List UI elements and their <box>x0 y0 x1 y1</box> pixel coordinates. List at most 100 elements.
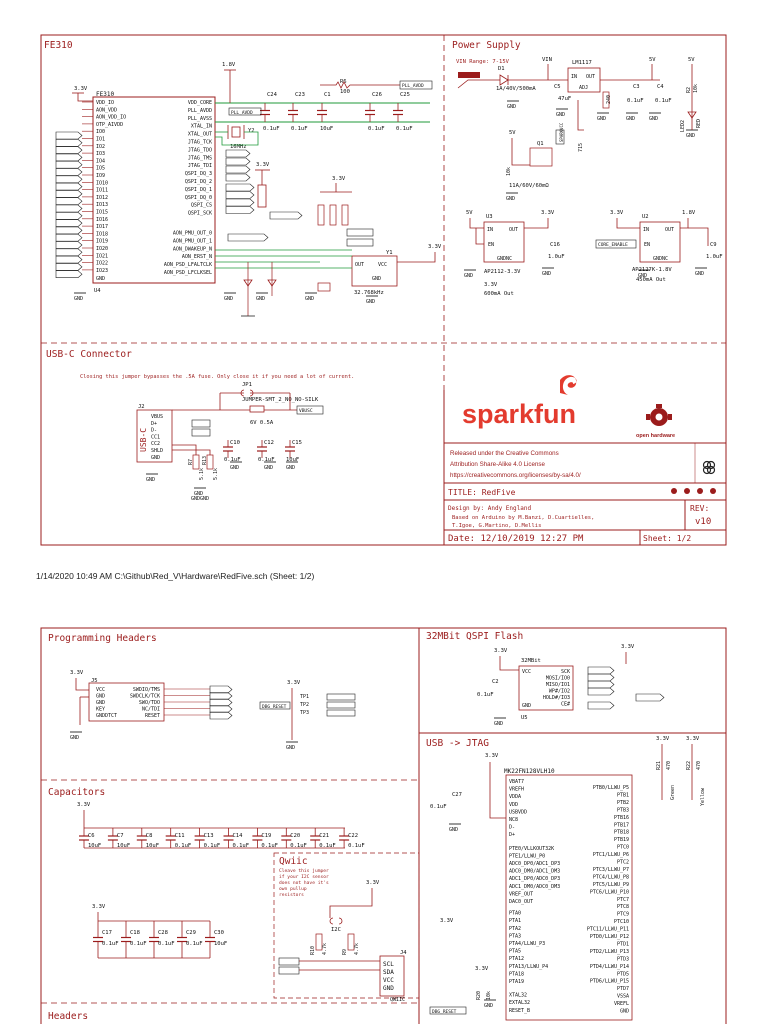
fe310-net-label <box>55 255 83 264</box>
rail-33v-caps2: 3.3V <box>92 904 106 910</box>
qspi-flash: 32MBit VCC GND SCKMOSI/IO0MISO/IO1WP#/IO… <box>477 644 665 721</box>
usbc-cap <box>257 440 267 458</box>
gnd-label: GND <box>542 271 551 277</box>
gnd-label: GND <box>224 296 233 302</box>
print-footer: 1/14/2020 10:49 AM C:\Github\Red_V\Hardw… <box>36 571 315 581</box>
u2-ref: U2 <box>642 214 649 220</box>
cap-row1-ref: C13 <box>204 833 214 839</box>
c5-ref: C5 <box>554 84 561 90</box>
mcu-right-pin: PTC1/LLWU_P6 <box>593 852 629 858</box>
usbc-cap-val: 0.1uF <box>258 457 275 463</box>
mcu-left-pin: PTA19 <box>509 979 524 985</box>
fe310-right-pin: AON_ERST_N <box>182 254 212 260</box>
reg-pin-adj: ADJ <box>579 85 588 91</box>
fe310-left-pin: OTP_AIVDD <box>96 122 123 128</box>
mcu-right-pin: PTC7 <box>617 897 629 903</box>
gnd-label: GND <box>626 116 635 122</box>
flash-pin: MISO/IO1 <box>546 682 570 688</box>
sheet2-frame <box>40 627 727 1024</box>
fe310-left-pin: IO5 <box>96 166 105 172</box>
fe310-left-pin: IO0 <box>96 129 105 135</box>
mcu-right-pin: PTC9 <box>617 912 629 918</box>
fuse-val: 6V 0.5A <box>250 420 274 426</box>
cap-row1-val: 10uF <box>117 843 130 849</box>
top-cap-val: 0.1uF <box>263 126 280 132</box>
fe310-left-pin: IO20 <box>96 246 108 252</box>
gnd-symbol: GND <box>264 461 276 471</box>
fe310-net-label <box>55 160 83 169</box>
osc-pin-vcc: VCC <box>378 262 387 268</box>
usbc-cap-val: 0.1uF <box>224 457 241 463</box>
mcu-left-pin: PTA12 <box>509 956 524 962</box>
jtag-net-label <box>225 165 251 174</box>
fe310-net-label <box>55 226 83 235</box>
cap-row1-val: 0.1uF <box>175 843 192 849</box>
osc-pin-gnd: GND <box>372 276 381 282</box>
gnd-symbol: GND <box>449 823 461 833</box>
gnd-symbol: GND <box>556 108 568 118</box>
mcu-left-pin: VBAT7 <box>509 779 524 785</box>
mcu-right-pin: PTC8 <box>617 904 629 910</box>
cap-row1-item <box>107 828 118 848</box>
test-points: 3.3V DBG_RESET TP1 TP2 TP3 <box>259 680 356 740</box>
cap-row1-val: 0.1uF <box>233 843 250 849</box>
gnd-label: GND <box>74 296 83 302</box>
section-prog-title: Programming Headers <box>48 633 157 644</box>
flash-net-labels <box>587 666 665 710</box>
r13-ref: R13 <box>202 456 208 465</box>
osc-ref: Y1 <box>386 250 393 256</box>
top-cap-val: 0.1uF <box>368 126 385 132</box>
r20-ref: R20 <box>476 991 482 1000</box>
j5-pin: GND <box>96 694 105 700</box>
qwiic-connector-label: QWIIC <box>390 997 405 1003</box>
d1-ref: D1 <box>498 66 505 72</box>
section-headers-title: Headers <box>48 1011 88 1022</box>
fe310-net-label <box>55 182 83 191</box>
qwiic-note-line: own pullup <box>279 886 307 892</box>
qwiic-note-line: if your I2C sensor <box>279 874 329 880</box>
gnd-label: GND <box>70 735 79 741</box>
u2-pin-en: EN <box>644 242 650 248</box>
gnd-label: GND <box>507 104 516 110</box>
fe310-ref: FE310 <box>96 91 114 98</box>
r9-ref: R9 <box>342 949 348 955</box>
mcu-right-pin: PTB2 <box>617 800 629 806</box>
fe310-net-label <box>55 139 83 147</box>
mcu-left-pin: ADC0_DM0/ADC1_DM3 <box>509 869 560 875</box>
mcu-right-pin: PTB19 <box>614 837 629 843</box>
fe310-net-label <box>55 168 83 176</box>
j4-ref: J4 <box>400 950 407 956</box>
mcu-right-pin: PTB16 <box>614 815 629 821</box>
j5-pin-right: RESET <box>145 713 160 719</box>
power-supply: VIN Range: 7-15V D1 1A/40V/500mA VIN LM1… <box>456 57 723 297</box>
mcu-right-pin: PTD0/LLWU_P12 <box>590 934 629 940</box>
cap-row1-ref: C22 <box>348 833 358 839</box>
flash-pin-vcc: VCC <box>522 669 531 675</box>
u2-pin-in: IN <box>643 227 649 233</box>
mcu-right-pin: PTD6/LLWU_P15 <box>590 979 629 985</box>
top-cap-ref: C26 <box>372 92 382 98</box>
cap-row1-ref: C19 <box>261 833 271 839</box>
gnd-symbol: GND <box>194 487 206 497</box>
cap-row2-val: 0.1uF <box>102 941 119 947</box>
fe310-net-label <box>55 146 83 154</box>
mcu-left-pin: D- <box>509 825 515 831</box>
cap-row1-item <box>194 828 205 848</box>
mcu-dbg-reset-label: DBG_RESET <box>432 1009 457 1015</box>
u3-val: AP2112-3.3V <box>484 269 521 275</box>
core-enable-net-label <box>227 233 269 242</box>
gnd-label: GND <box>686 133 695 139</box>
fe310-net-labels <box>55 131 83 279</box>
mcu-left-pin: ADC1_DP0/ADC0_DP3 <box>509 876 560 882</box>
u2-pin-gnd: GNDNC <box>653 256 668 262</box>
rail-5v-led: 5V <box>688 57 695 63</box>
fe310-u: U4 <box>94 288 101 294</box>
usbc-cap-ref: C12 <box>264 440 274 446</box>
flash-chip-label: 32MBit <box>521 658 541 664</box>
c5-val: 47uF <box>558 96 571 102</box>
mcu-left-pin: PTA13/LLWU_P4 <box>509 964 548 970</box>
gnd-label: GND <box>484 1003 493 1009</box>
qwiic-note-line: resistors <box>279 892 304 898</box>
